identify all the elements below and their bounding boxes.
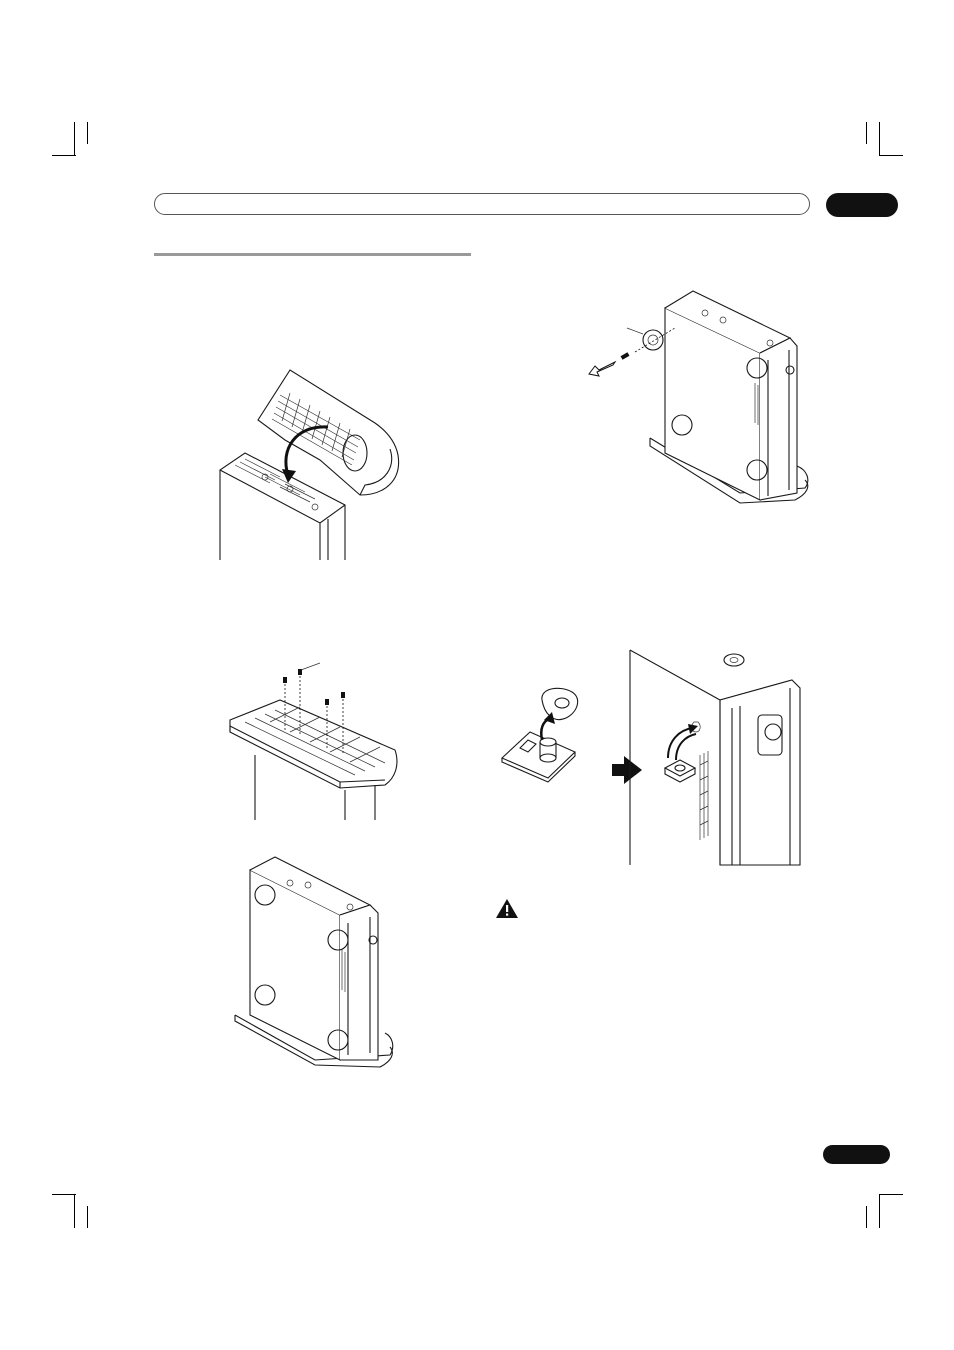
header-bar [154, 193, 810, 215]
foot-removal-illustration [585, 288, 815, 513]
stand-screws-illustration [225, 660, 405, 825]
caution-block [495, 898, 815, 922]
foot-cover-illustration [500, 640, 805, 865]
stand-attach-illustration [210, 365, 410, 565]
section-rule [154, 253, 471, 256]
unit-on-stand-illustration [230, 855, 400, 1085]
page-number [823, 1145, 890, 1164]
warning-triangle-icon [495, 898, 519, 920]
chapter-tab [826, 193, 898, 217]
